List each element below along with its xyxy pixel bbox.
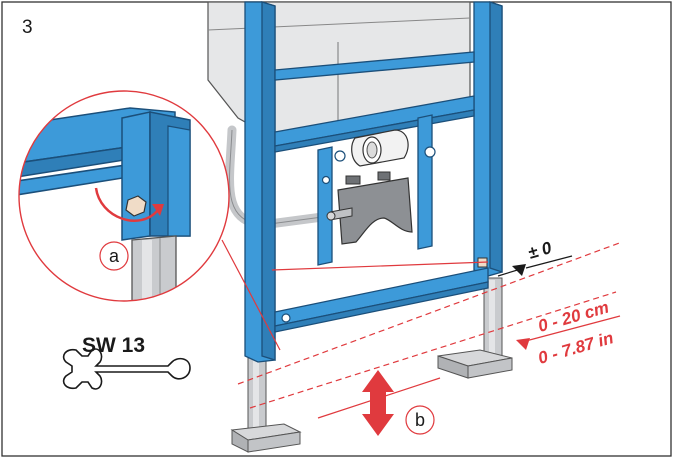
height-adjust-arrow-icon (362, 370, 394, 436)
wrench-size-label: SW 13 (82, 334, 145, 357)
zero-marker-icon (512, 264, 526, 276)
guide-line-upper (237, 241, 623, 385)
right-support-leg (437, 277, 513, 379)
callout-a-label: a (109, 246, 120, 266)
detail-zoom (18, 90, 230, 302)
range-metric-label: 0 - 20 cm (536, 298, 611, 336)
zero-underline (525, 255, 573, 269)
zoom-leader-top (271, 261, 489, 271)
frame-holes (281, 146, 436, 323)
left-support-leg (230, 357, 302, 453)
callout-a-circle (99, 241, 129, 271)
range-marker-icon (516, 338, 530, 350)
drain-connector (351, 129, 409, 167)
range-underline (521, 315, 621, 343)
zoom-leader-bottom (221, 239, 281, 351)
mounting-plate (326, 171, 413, 245)
callout-b-circle (405, 405, 435, 435)
guide-line-lower (249, 291, 617, 409)
range-imperial-label: 0 - 7.87 in (536, 328, 616, 368)
zero-dimension-label: ± 0 (526, 238, 554, 263)
mounting-frame (244, 1, 503, 363)
callout-b-label: b (415, 410, 425, 430)
wrench-icon (62, 348, 191, 390)
step-number: 3 (22, 17, 33, 38)
